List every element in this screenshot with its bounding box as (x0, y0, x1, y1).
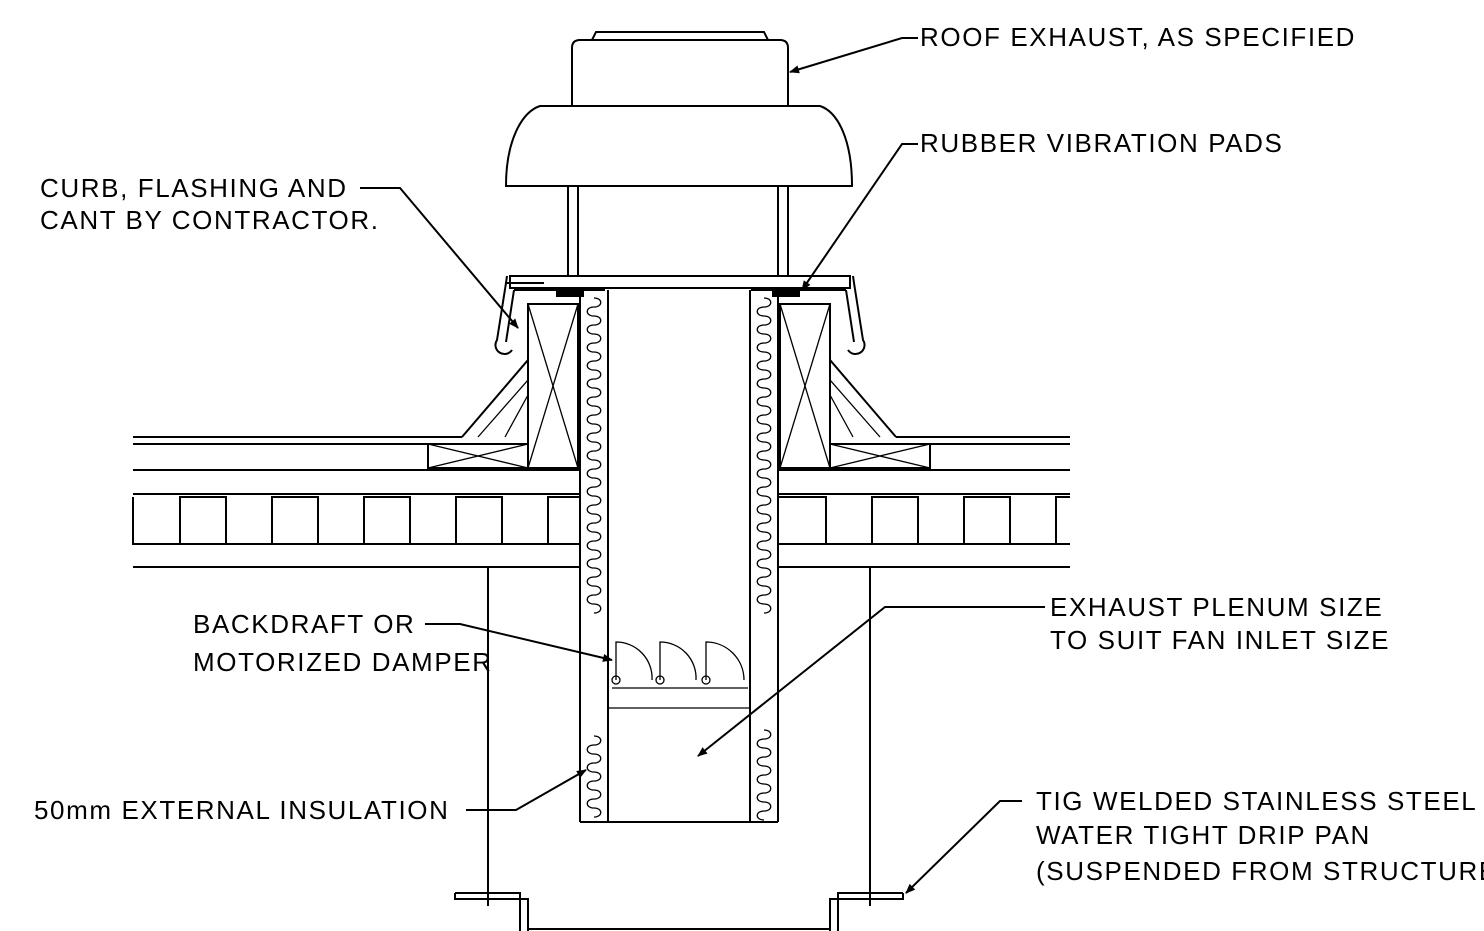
label-rubber-pads: RUBBER VIBRATION PADS (920, 128, 1283, 158)
roof-deck (132, 436, 1070, 568)
external-insulation (586, 297, 772, 821)
insulation-squiggle (756, 297, 772, 614)
exhaust-plenum (579, 290, 779, 823)
roof-exhaust-fan (504, 31, 854, 289)
backdraft-damper (611, 641, 748, 689)
label-backdraft-line1: BACKDRAFT OR (193, 609, 415, 639)
label-insulation: 50mm EXTERNAL INSULATION (34, 795, 449, 825)
drip-pan (454, 567, 904, 931)
label-plenum-line2: TO SUIT FAN INLET SIZE (1050, 625, 1390, 655)
annotations: ROOF EXHAUST, AS SPECIFIED RUBBER VIBRAT… (34, 22, 1484, 886)
insulation-squiggle (586, 297, 602, 614)
label-drip-line1: TIG WELDED STAINLESS STEEL (1036, 786, 1477, 816)
label-backdraft-line2: MOTORIZED DAMPER (193, 647, 493, 677)
label-curb-line1: CURB, FLASHING AND (40, 173, 348, 203)
label-curb-line2: CANT BY CONTRACTOR. (40, 205, 380, 235)
curb-and-flashing (427, 275, 931, 469)
insulation-squiggle (756, 729, 772, 821)
insulation-squiggle (586, 735, 602, 818)
label-drip-line2: WATER TIGHT DRIP PAN (1036, 820, 1371, 850)
label-roof-exhaust: ROOF EXHAUST, AS SPECIFIED (920, 22, 1356, 52)
label-plenum-line1: EXHAUST PLENUM SIZE (1050, 592, 1383, 622)
leader-lines (360, 37, 1045, 894)
label-drip-line3: (SUSPENDED FROM STRUCTURE) (1036, 856, 1484, 886)
rubber-vibration-pads (556, 288, 800, 297)
